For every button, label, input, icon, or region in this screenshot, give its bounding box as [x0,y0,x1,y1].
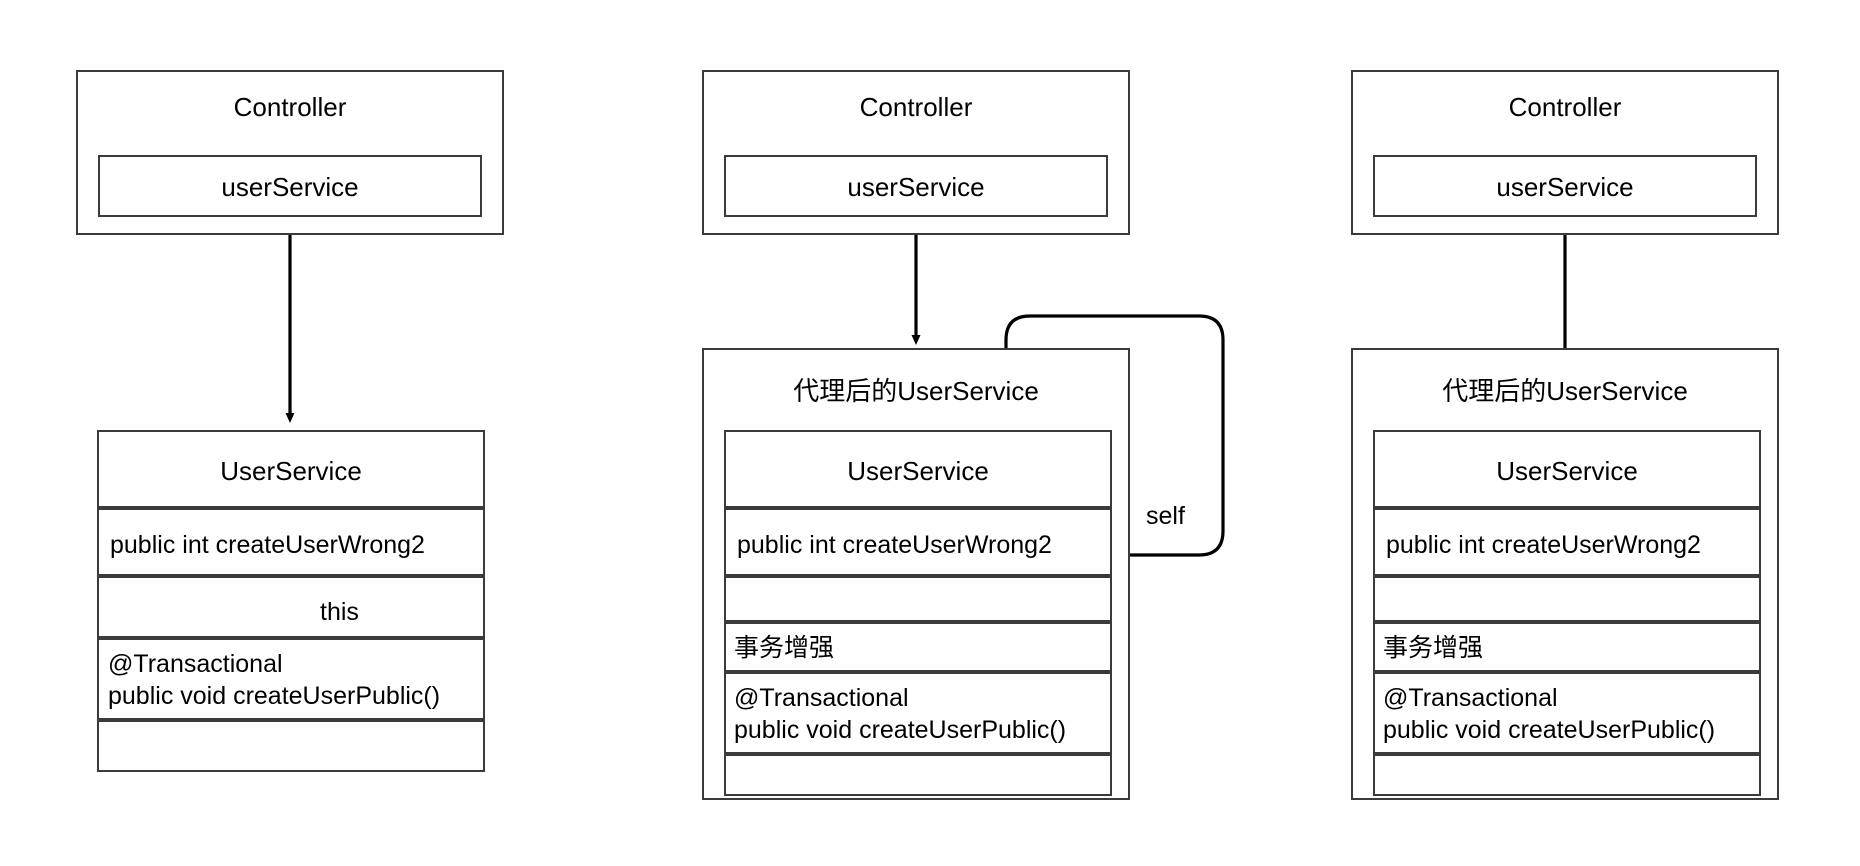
userservice-row-label-1-2: @Transactional public void createUserPub… [108,650,441,710]
controller-field-userservice-2[interactable] [724,155,1108,217]
userservice-row-label-2-2: 事务增强 [734,634,835,662]
userservice-row-label-3-0: public int createUserWrong2 [1386,531,1701,559]
controller-field-label-2: userService [847,172,985,202]
proxy-title-3: 代理后的UserService [1442,376,1688,406]
edge-label-this-1: this [320,598,359,626]
userservice-row-createuserwrong2-2[interactable] [724,508,1112,576]
userservice-row-transactional-2[interactable] [724,672,1112,754]
userservice-row-empty-1-3[interactable] [97,720,485,772]
userservice-row-transaction-enhancement-2[interactable] [724,622,1112,672]
controller-field-label-3: userService [1496,172,1634,202]
controller-field-label-1: userService [221,172,359,202]
proxy-title-2: 代理后的UserService [793,376,1039,406]
userservice-row-createuserwrong2-3[interactable] [1373,508,1761,576]
controller-title-3: Controller [1508,92,1622,122]
userservice-row-empty-3-1[interactable] [1373,576,1761,622]
userservice-header-row-1[interactable] [97,430,485,508]
userservice-header-row-2[interactable] [724,430,1112,508]
edge-label-self-2: self [1146,502,1185,530]
userservice-row-label-3-2: 事务增强 [1383,634,1484,662]
controller-field-userservice-1[interactable] [98,155,482,217]
userservice-row-createuserwrong2-1[interactable] [97,508,485,576]
userservice-header-row-3[interactable] [1373,430,1761,508]
userservice-title-2: UserService [847,456,989,486]
controller-field-userservice-3[interactable] [1373,155,1757,217]
controller-title-1: Controller [233,92,347,122]
userservice-title-1: UserService [220,456,362,486]
userservice-row-transactional-1[interactable] [97,638,485,720]
userservice-row-empty-1-1[interactable] [97,576,485,638]
userservice-row-transactional-3[interactable] [1373,672,1761,754]
userservice-row-label-2-3: @Transactional public void createUserPub… [734,684,1067,744]
userservice-row-label-3-3: @Transactional public void createUserPub… [1383,684,1716,744]
userservice-row-label-2-0: public int createUserWrong2 [737,531,1052,559]
userservice-row-transaction-enhancement-3[interactable] [1373,622,1761,672]
userservice-title-3: UserService [1496,456,1638,486]
controller-title-2: Controller [859,92,973,122]
userservice-row-empty-3-4[interactable] [1373,754,1761,796]
userservice-row-label-1-0: public int createUserWrong2 [110,531,425,559]
userservice-row-empty-2-4[interactable] [724,754,1112,796]
userservice-row-empty-2-1[interactable] [724,576,1112,622]
